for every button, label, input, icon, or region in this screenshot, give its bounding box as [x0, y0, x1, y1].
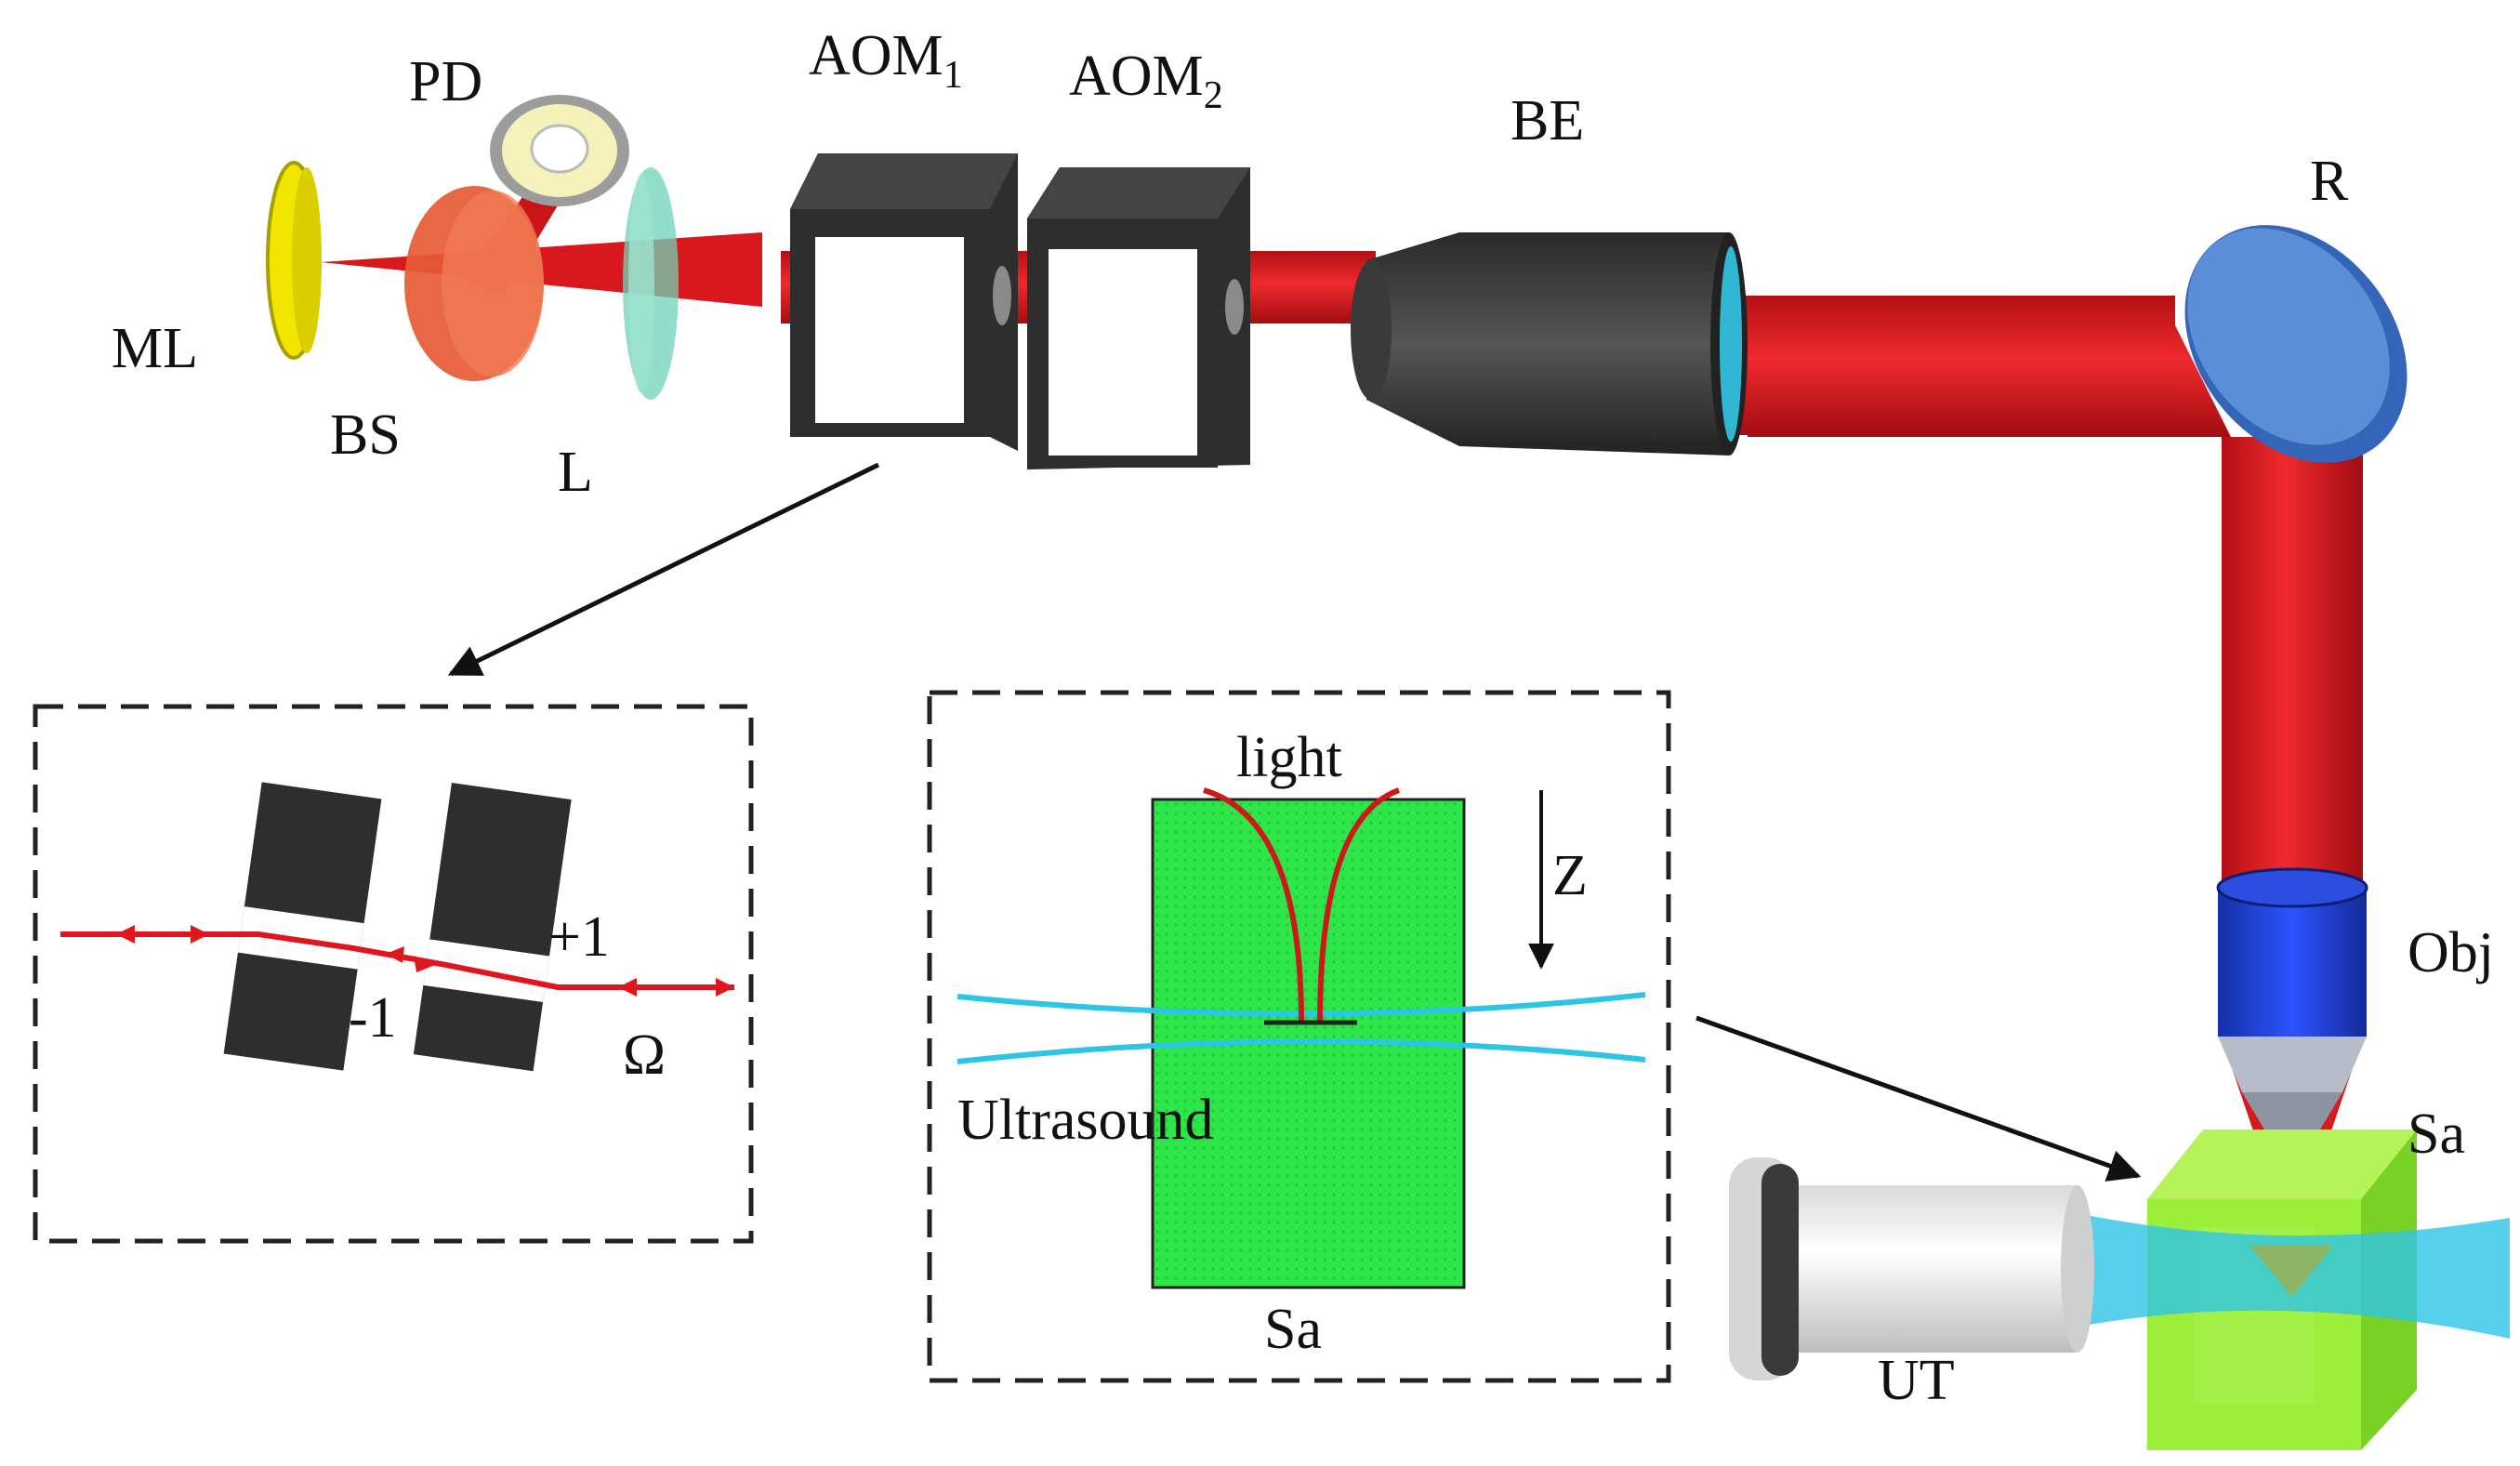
inset-label-minus-one: -1	[349, 986, 397, 1050]
label-pd: PD	[409, 50, 482, 113]
aom2-box	[1027, 167, 1250, 469]
label-bs: BS	[330, 403, 401, 467]
inset-label-plus-one: +1	[548, 905, 610, 969]
ml-mirror	[266, 161, 322, 360]
ultrasound-beam	[2064, 1210, 2510, 1339]
l-lens	[623, 167, 679, 400]
label-be: BE	[1511, 89, 1584, 152]
aom1-box	[790, 153, 1018, 451]
label-ut: UT	[1878, 1349, 1955, 1412]
inset-label-ultrasound: Ultrasound	[957, 1089, 1214, 1152]
be-beam-expander	[1351, 232, 1748, 456]
obj-objective	[2216, 867, 2368, 1129]
label-obj: Obj	[2408, 921, 2494, 984]
label-l: L	[558, 441, 593, 504]
ut-transducer	[1729, 1157, 2094, 1380]
inset-label-omega: Ω	[623, 1024, 666, 1087]
r-mirror	[2184, 225, 2408, 463]
label-aom1: AOM1	[809, 24, 963, 97]
label-aom2: AOM2	[1069, 45, 1223, 117]
callout-arrow-aom	[447, 462, 880, 677]
label-r: R	[2310, 150, 2349, 213]
bs-beamsplitter	[404, 186, 544, 381]
label-ml: ML	[112, 317, 198, 380]
inset-aom-diffraction: -1 +1 Ω	[33, 704, 754, 1244]
callout-arrow-sample	[1695, 1015, 2142, 1182]
inset-sample-ultrasound: Z light Ultrasound Sa	[927, 690, 1671, 1383]
inset-label-sa: Sa	[1264, 1298, 1322, 1361]
pd-photodiode	[490, 95, 629, 206]
inset-label-z: Z	[1552, 844, 1588, 907]
label-sa: Sa	[2408, 1103, 2465, 1166]
inset-label-light: light	[1236, 726, 1342, 789]
